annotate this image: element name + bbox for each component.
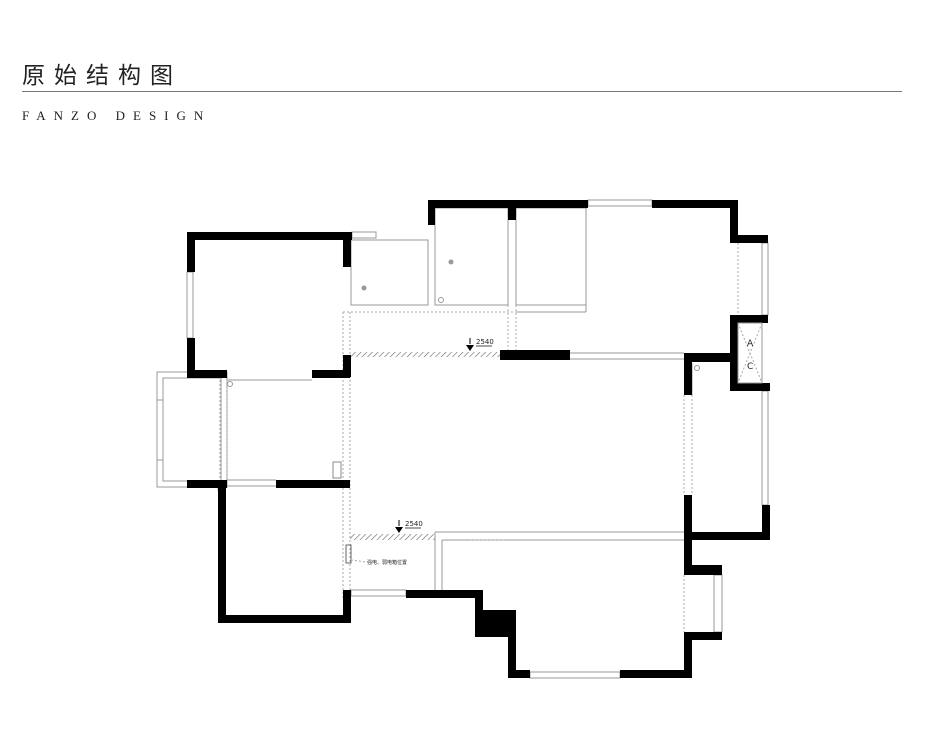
brand-subtitle: FANZO DESIGN [22,108,212,123]
windows [156,199,769,679]
beam-bottom [350,534,435,540]
level-mark-bottom: 2540 [395,520,423,533]
level-value-bottom: 2540 [405,520,423,528]
panel-note: 强电、弱电箱位置 [367,559,407,566]
electric-panel [345,544,352,564]
beam-top [350,352,500,357]
shaft-label-c: C [747,362,753,372]
level-value-top: 2540 [476,338,494,346]
level-mark-top: 2540 [466,338,494,351]
interior-lines [156,207,739,632]
title-divider [22,91,902,92]
structural-walls [187,200,770,678]
shaft-label-a: A [747,339,754,349]
cabinet [332,461,342,479]
ac-shaft [737,322,763,384]
page-title: 原始结构图 [22,63,182,89]
